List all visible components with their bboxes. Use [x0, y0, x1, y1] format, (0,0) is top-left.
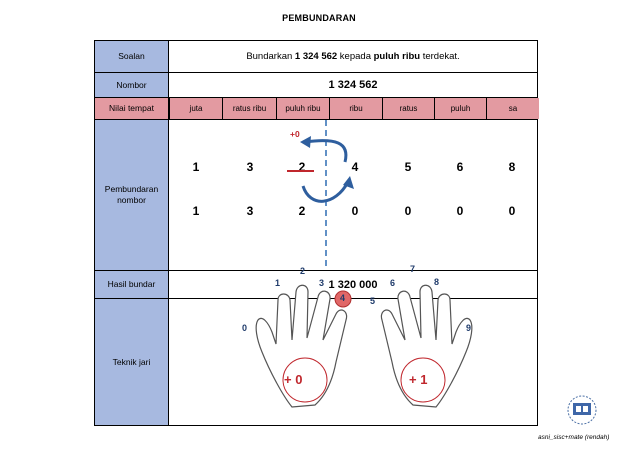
original-digit-ratus: 5 [404, 160, 412, 174]
finger-number-6: 6 [390, 278, 396, 288]
finger-four-highlight [334, 290, 352, 308]
finger-number-8: 8 [434, 277, 440, 287]
question-content: Bundarkan 1 324 562 kepada puluh ribu te… [169, 41, 537, 72]
label-soalan: Soalan [95, 41, 169, 72]
number-content: 1 324 562 [169, 73, 537, 97]
result-value: 1 320 000 [328, 278, 378, 291]
page-title: PEMBUNDARAN [282, 13, 356, 23]
rounded-digit-ratus-ribu: 3 [246, 204, 254, 218]
left-palm-label: + 0 [284, 372, 303, 387]
place-puluh: puluh [434, 98, 486, 119]
question-middle: kepada [337, 51, 374, 62]
question-suffix: terdekat. [420, 51, 460, 62]
place-values: juta ratus ribu puluh ribu ribu ratus pu… [169, 98, 539, 119]
arrow-head-icon [300, 136, 311, 148]
question-text: Bundarkan 1 324 562 kepada puluh ribu te… [246, 51, 459, 62]
label-nilai-tempat: Nilai tempat [95, 98, 169, 119]
finger-number-0: 0 [242, 323, 248, 333]
place-puluh-ribu: puluh ribu [276, 98, 329, 119]
rounded-digit-sa: 0 [508, 204, 516, 218]
original-digit-ribu: 4 [351, 160, 359, 174]
number-value: 1 324 562 [328, 79, 378, 91]
place-juta: juta [169, 98, 222, 119]
label-pembundaran: Pembundaran nombor [95, 120, 169, 270]
original-digit-ratus-ribu: 3 [246, 160, 254, 174]
question-prefix: Bundarkan [246, 51, 295, 62]
right-palm-label: + 1 [409, 372, 428, 387]
right-hand-icon [380, 284, 473, 408]
place-ratus: ratus [382, 98, 434, 119]
row-nombor: Nombor 1 324 562 [95, 73, 537, 98]
row-nilai-tempat: Nilai tempat juta ratus ribu puluh ribu … [95, 98, 539, 120]
rounded-digit-ribu: 0 [351, 204, 359, 218]
row-soalan: Soalan Bundarkan 1 324 562 kepada puluh … [95, 41, 537, 73]
original-digit-sa: 8 [508, 160, 516, 174]
author-logo-icon [567, 395, 597, 425]
place-ratus-ribu: ratus ribu [222, 98, 276, 119]
rounded-digit-puluh: 0 [456, 204, 464, 218]
place-ribu: ribu [329, 98, 382, 119]
add-zero-label: +0 [290, 129, 300, 139]
finger-number-2: 2 [300, 266, 306, 276]
place-sa: sa [486, 98, 539, 119]
label-nombor: Nombor [95, 73, 169, 97]
finger-number-3: 3 [319, 278, 325, 288]
arrow-head-icon [343, 176, 354, 189]
row-hasil: Hasil bundar 1 320 000 [95, 271, 537, 299]
label-teknik: Teknik jari [95, 299, 169, 425]
finger-number-9: 9 [466, 323, 472, 333]
original-digit-juta: 1 [192, 160, 200, 174]
row-pembundaran: Pembundaran nombor 1 3 2 4 5 6 8 1 3 2 0… [95, 120, 537, 271]
rounded-digit-puluh-ribu: 2 [298, 204, 306, 218]
rounding-table: Soalan Bundarkan 1 324 562 kepada puluh … [94, 40, 539, 426]
label-hasil: Hasil bundar [95, 271, 169, 298]
rounding-content: 1 3 2 4 5 6 8 1 3 2 0 0 0 0 +0 [169, 120, 537, 270]
finger-number-5: 5 [370, 296, 376, 306]
question-number: 1 324 562 [294, 51, 338, 62]
rounded-digit-juta: 1 [192, 204, 200, 218]
original-digit-puluh: 6 [456, 160, 464, 174]
author-credit: asni_sisc+mate (rendah) [538, 434, 610, 441]
original-digit-puluh-ribu: 2 [298, 160, 306, 174]
curved-arrow-icon [301, 139, 350, 203]
left-hand-icon [255, 284, 348, 408]
finger-number-1: 1 [275, 278, 281, 288]
finger-number-7: 7 [410, 264, 416, 274]
result-content: 1 320 000 [169, 271, 537, 298]
rounded-digit-ratus: 0 [404, 204, 412, 218]
row-teknik: Teknik jari [95, 299, 537, 425]
finger-number-4: 4 [340, 293, 346, 303]
question-place-value: puluh ribu [373, 51, 421, 62]
